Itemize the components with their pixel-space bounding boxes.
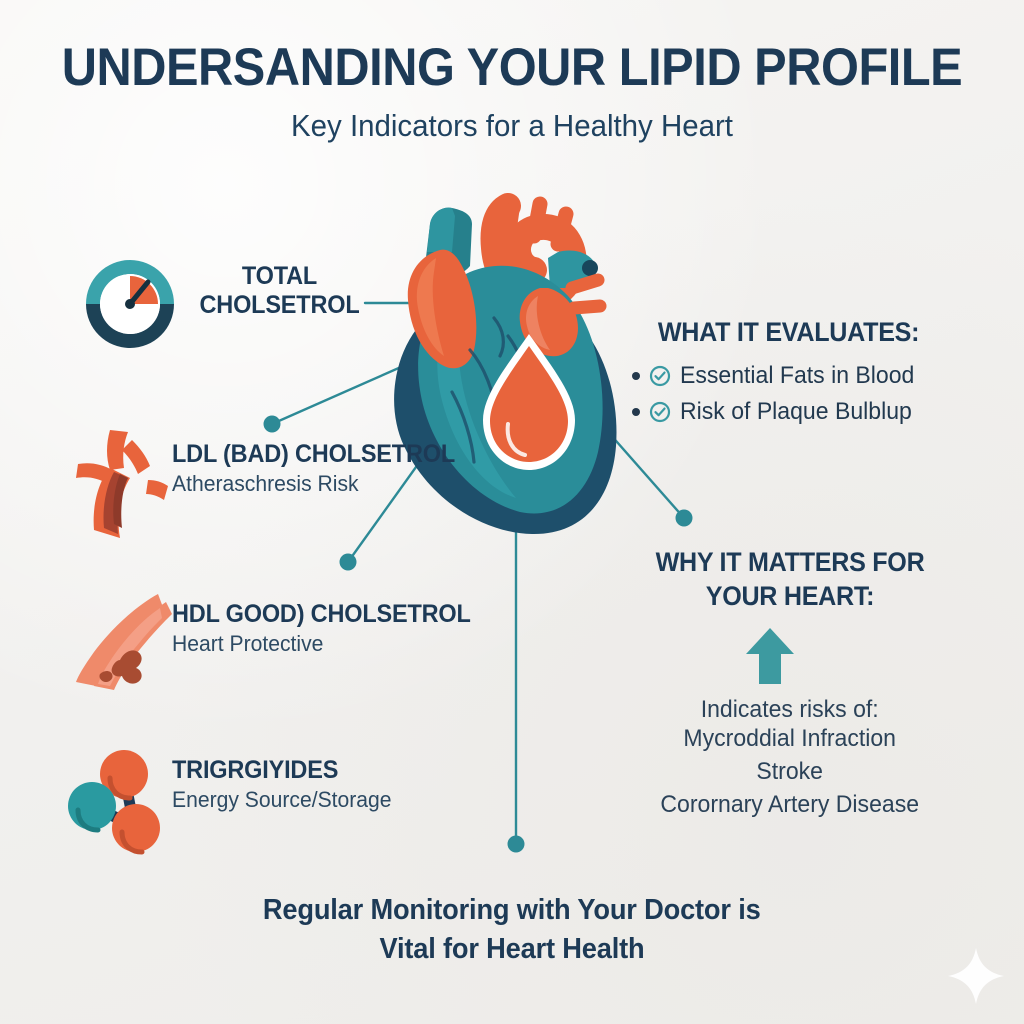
metric-title-line1: TOTAL [241,262,318,290]
evaluates-item-label: Essential Fats in Blood [680,362,915,389]
check-circle-icon [649,365,671,387]
metric-total-cholesterol: TOTAL CHOLSETROL [172,262,387,320]
metric-subtitle: Energy Source/Storage [172,787,392,812]
matters-heading-line1: WHY IT MATTERS FOR [655,547,925,577]
metric-hdl-cholesterol: HDL GOOD) CHOLSETROL Heart Protective [172,600,490,657]
bullet-dot-icon [632,408,640,416]
risk-intro: Indicates risks of: [701,696,879,723]
up-arrow-icon [746,628,794,684]
metric-triglycerides: TRIGRGIYIDES Energy Source/Storage [172,756,401,813]
risk-item: Mycroddial Infraction [683,725,897,752]
metric-title-line1: HDL GOOD) CHOLSETROL [172,600,471,628]
page-title: UNDERSANDING YOUR LIPID PROFILE [61,38,963,97]
blood-vessel-plaque-icon [76,594,172,690]
matters-heading-line2: YOUR HEART: [705,581,875,611]
metric-ldl-cholesterol: LDL (BAD) CHOLSETROL Atheraschresis Risk [172,440,473,497]
footer-line1: Regular Monitoring with Your Doctor is [263,894,761,926]
sparkle-icon [948,948,1004,1004]
metric-title-line1: LDL (BAD) CHOLSETROL [172,440,456,468]
evaluates-heading: WHAT IT EVALUATES: [657,317,920,347]
metric-subtitle: Heart Protective [172,631,324,656]
metric-title-line2: CHOLSETROL [199,291,360,319]
evaluates-item: Essential Fats in Blood [632,362,924,390]
gauge-icon [86,260,174,348]
risk-item: Stroke [756,758,824,785]
evaluates-item-label: Risk of Plaque Bulblup [680,398,912,425]
bullet-dot-icon [632,372,640,380]
metric-subtitle: Atheraschresis Risk [172,471,359,496]
page-subtitle: Key Indicators for a Healthy Heart [291,108,733,143]
metric-title-line1: TRIGRGIYIDES [172,756,339,784]
artery-icon [76,430,168,538]
risk-item: Corornary Artery Disease [660,791,920,818]
evaluates-item: Risk of Plaque Bulblup [632,398,921,426]
check-circle-icon [649,401,671,423]
footer-line2: Vital for Heart Health [379,933,645,965]
molecule-icon [68,750,160,855]
